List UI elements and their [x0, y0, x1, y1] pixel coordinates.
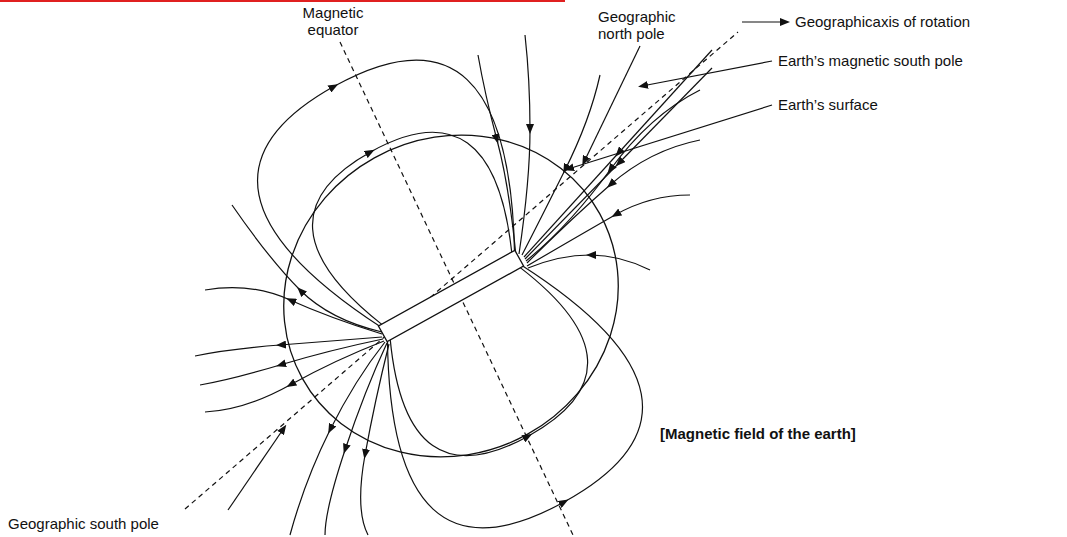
field-loop: [346, 241, 673, 537]
caption: [Magnetic field of the earth]: [660, 425, 856, 442]
bar-magnet: [378, 250, 523, 341]
field-line: [528, 255, 650, 270]
field-line: [519, 35, 530, 254]
label-text: Geographic south pole: [8, 515, 159, 532]
leader-line: [228, 428, 284, 510]
field-line: [325, 343, 387, 535]
label-text: Earth’s magnetic south pole: [778, 52, 963, 69]
rotation-axis: [185, 32, 738, 509]
axis-arrow: [742, 21, 786, 22]
leader-line: [642, 61, 772, 86]
earth-group: [186, 4, 714, 537]
label-text: Magnetic equator: [292, 4, 374, 38]
field-line: [205, 341, 384, 412]
field-line: [205, 288, 382, 334]
leader-line: [568, 105, 772, 169]
field-line: [526, 90, 700, 261]
earth-surface-outline: [226, 75, 677, 516]
field-line: [200, 339, 383, 385]
field-line: [478, 55, 516, 256]
red-rule: [0, 0, 565, 2]
field-loop: [227, 26, 556, 350]
leader-line: [584, 46, 640, 162]
magnetic-equator-line: [340, 42, 573, 535]
field-line: [525, 68, 712, 259]
field-loops: [227, 26, 673, 537]
field-loop: [372, 257, 612, 482]
field-line: [527, 195, 690, 266]
label-text: Earth’s surface: [778, 96, 878, 113]
field-line: [527, 140, 700, 263]
label-text: Geographic north pole: [598, 8, 693, 42]
field-loop: [288, 106, 531, 336]
label-text: Geographicaxis of rotation: [795, 13, 970, 30]
field-lines-in: [478, 35, 712, 270]
field-line: [290, 342, 385, 535]
